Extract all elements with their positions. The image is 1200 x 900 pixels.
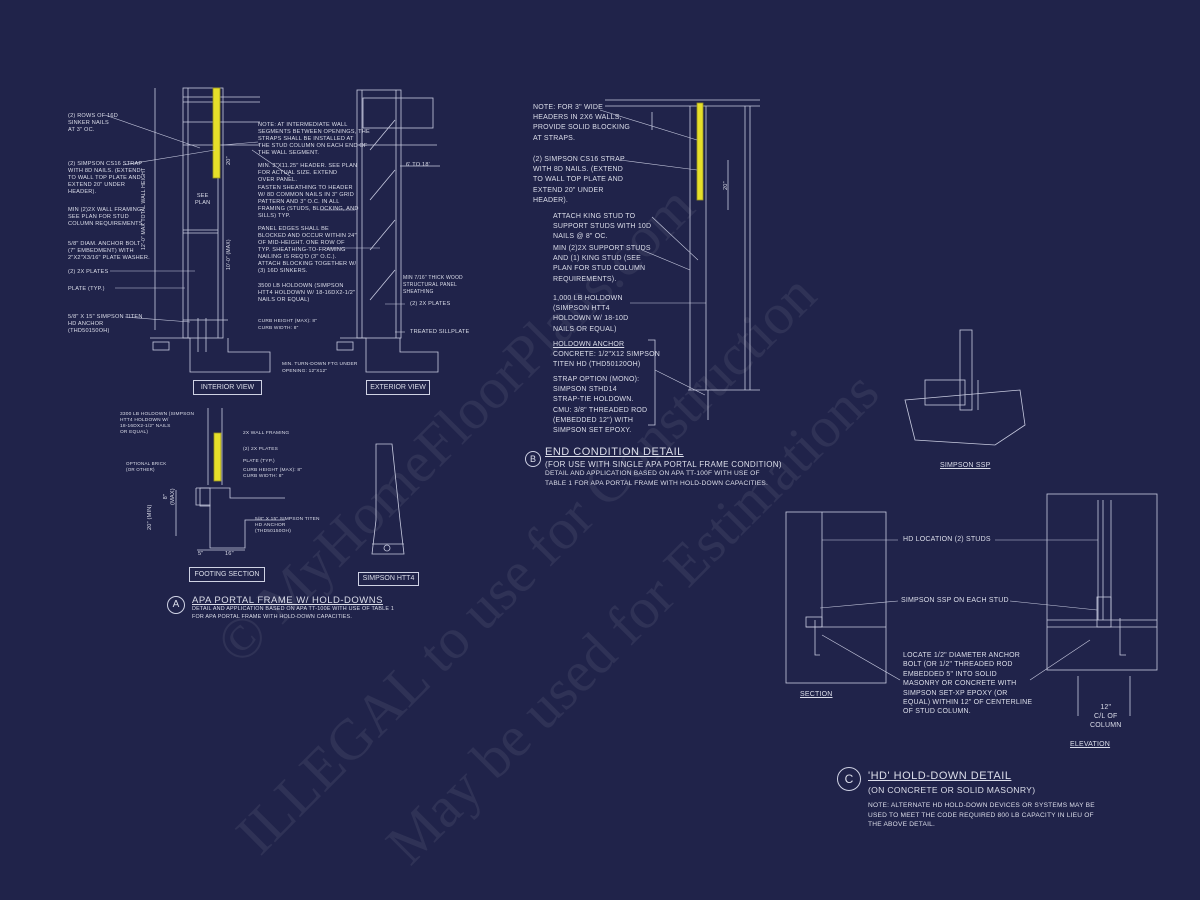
footing-curb: CURB HEIGHT (MAX): 8" CURB WIDTH: 8" <box>243 468 303 479</box>
b-cmu: CMU: 3/8" THREADED ROD (EMBEDDED 12") WI… <box>553 407 648 435</box>
note-anchor-bolt: 5/8" DIAM. ANCHOR BOLT (7" EMBEDMENT) WI… <box>68 241 150 261</box>
footing-section-label: FOOTING SECTION <box>189 567 265 582</box>
b-anchor: CONCRETE: 1/2"x12 SIMPSON TITEN HD (THD5… <box>553 351 661 369</box>
b-strap-option: STRAP OPTION (MONO): SIMPSON STHD14 STRA… <box>553 376 640 404</box>
note-min-framing: MIN (2)2X WALL FRAMING. SEE PLAN FOR STU… <box>68 207 145 227</box>
note-header: MIN. 3"x11.25" HEADER. SEE PLAN FOR ACTU… <box>258 163 358 183</box>
footing-plate: PLATE (TYP.) <box>243 459 275 464</box>
detail-c-title: 'HD' HOLD-DOWN DETAIL <box>868 770 1012 782</box>
c-locate: LOCATE 1/2" DIAMETER ANCHOR BOLT (OR 1/2… <box>903 652 1033 716</box>
note-turn-down: MIN. TURN-DOWN FTG UNDER OPENING: 12"x12… <box>282 362 358 374</box>
c-dim-12: 12" C/L OF COLUMN <box>1090 704 1122 729</box>
note-panel-edges: PANEL EDGES SHALL BE BLOCKED AND OCCUR W… <box>258 226 357 274</box>
footing-plates: (2) 2x PLATES <box>243 447 279 452</box>
note-plate-typ: PLATE (TYP.) <box>68 286 107 293</box>
exterior-view-label: EXTERIOR VIEW <box>366 380 430 395</box>
note-intermediate: NOTE: AT INTERMEDIATE WALL SEGMENTS BETW… <box>258 122 370 156</box>
b-note: NOTE: FOR 3" WIDE HEADERS IN 2x6 WALLS, … <box>533 104 630 142</box>
footing-framing: 2X WALL FRAMING <box>243 431 290 436</box>
interior-view-drawing <box>150 87 271 373</box>
detail-marker-c: C <box>837 767 861 791</box>
detail-a-description: DETAIL AND APPLICATION BASED ON APA TT-1… <box>192 606 395 620</box>
note-rows-nails: (2) ROWS OF 16d SINKER NAILS AT 3" OC. <box>68 113 118 133</box>
b-support-studs: MIN (2)2X SUPPORT STUDS AND (1) KING STU… <box>553 245 651 283</box>
interior-view-label: INTERIOR VIEW <box>193 380 262 395</box>
c-ssp-each: SIMPSON SSP ON EACH STUD <box>901 597 1009 604</box>
dim-total-height: 12'-0" MAX TOTAL WALL HEIGHT <box>141 167 147 250</box>
hd-section-drawing <box>785 511 887 684</box>
note-holdown: 3500 LB HOLDOWN (SIMPSON HTT4 HOLDOWN W/… <box>258 283 356 303</box>
leader-lines <box>68 109 1098 681</box>
footing-brick: OPTIONAL BRICK (OR OTHER) <box>126 461 167 472</box>
b-dim-20: 20" <box>723 181 729 190</box>
c-hd-location: HD LOCATION (2) STUDS <box>903 536 991 543</box>
see-plan: SEE PLAN <box>195 193 211 206</box>
dim-20-min: 20" (MIN) <box>147 504 153 530</box>
note-fasten: FASTEN SHEATHING TO HEADER W/ 8d COMMON … <box>258 185 359 219</box>
b-holdown: 1,000 LB HOLDOWN (SIMPSON HTT4 HOLDOWN W… <box>553 295 629 333</box>
c-elevation-label: ELEVATION <box>1070 741 1111 748</box>
footing-titen: 5/8" x 15" SIMPSON TITEN HD ANCHOR (THD5… <box>255 517 320 534</box>
b-cs16: (2) SIMPSON CS16 STRAP WITH 8d NAILS. (E… <box>533 156 625 204</box>
htt4-label: SIMPSON HTT4 <box>358 572 419 586</box>
detail-b-description: DETAIL AND APPLICATION BASED ON APA TT-1… <box>545 470 769 487</box>
footing-section-drawing <box>175 408 285 551</box>
detail-c-note: NOTE: ALTERNATE HD HOLD-DOWN DEVICES OR … <box>868 802 1095 829</box>
hd-elevation-drawing <box>1046 493 1158 716</box>
exterior-view-drawing <box>336 89 440 373</box>
end-condition-drawing <box>605 99 760 426</box>
dim-20in: 20" <box>226 156 232 165</box>
detail-b-title: END CONDITION DETAIL <box>545 446 684 458</box>
dim-16: 16" <box>225 551 234 557</box>
dim-5: 5" <box>198 551 204 557</box>
detail-c-subtitle: (ON CONCRETE OR SOLID MASONRY) <box>868 785 1036 795</box>
note-curb: CURB HEIGHT (MAX): 8" CURB WIDTH: 8" <box>258 319 318 331</box>
b-anchor-title: HOLDOWN ANCHOR <box>553 341 625 348</box>
note-cs16-strap: (2) SIMPSON CS16 STRAP WITH 8d NAILS. (E… <box>68 161 143 195</box>
range-6-18: 6' TO 18' <box>406 162 430 168</box>
note-ext-plates: (2) 2x PLATES <box>410 301 451 307</box>
footing-holdown: 3300 LB HOLDOWN (SIMPSON HTT4 HOLDOWN W/… <box>120 412 195 435</box>
detail-marker-b: B <box>525 451 541 467</box>
htt4-drawing <box>371 443 405 555</box>
detail-b-subtitle: (FOR USE WITH SINGLE APA PORTAL FRAME CO… <box>545 460 782 469</box>
note-titen-anchor: 5/8" x 15" SIMPSON TITEN HD ANCHOR (THD5… <box>68 314 143 334</box>
note-sheathing: MIN 7/16" THICK WOOD STRUCTURAL PANEL SH… <box>403 275 463 295</box>
c-section-label: SECTION <box>800 691 833 698</box>
detail-a-title: APA PORTAL FRAME W/ HOLD-DOWNS <box>192 595 383 606</box>
detail-marker-a: A <box>167 596 185 614</box>
note-plates: (2) 2x PLATES <box>68 269 111 276</box>
note-sillplate: TREATED SILLPLATE <box>410 329 470 335</box>
ssp-label: SIMPSON SSP <box>940 462 991 469</box>
dim-8-max: 8" (MAX) <box>163 488 176 505</box>
ssp-drawing <box>904 329 1026 446</box>
dim-10ft: 10'-0" (MAX) <box>226 239 232 270</box>
b-king-stud: ATTACH KING STUD TO SUPPORT STUDS WITH 1… <box>553 213 652 241</box>
